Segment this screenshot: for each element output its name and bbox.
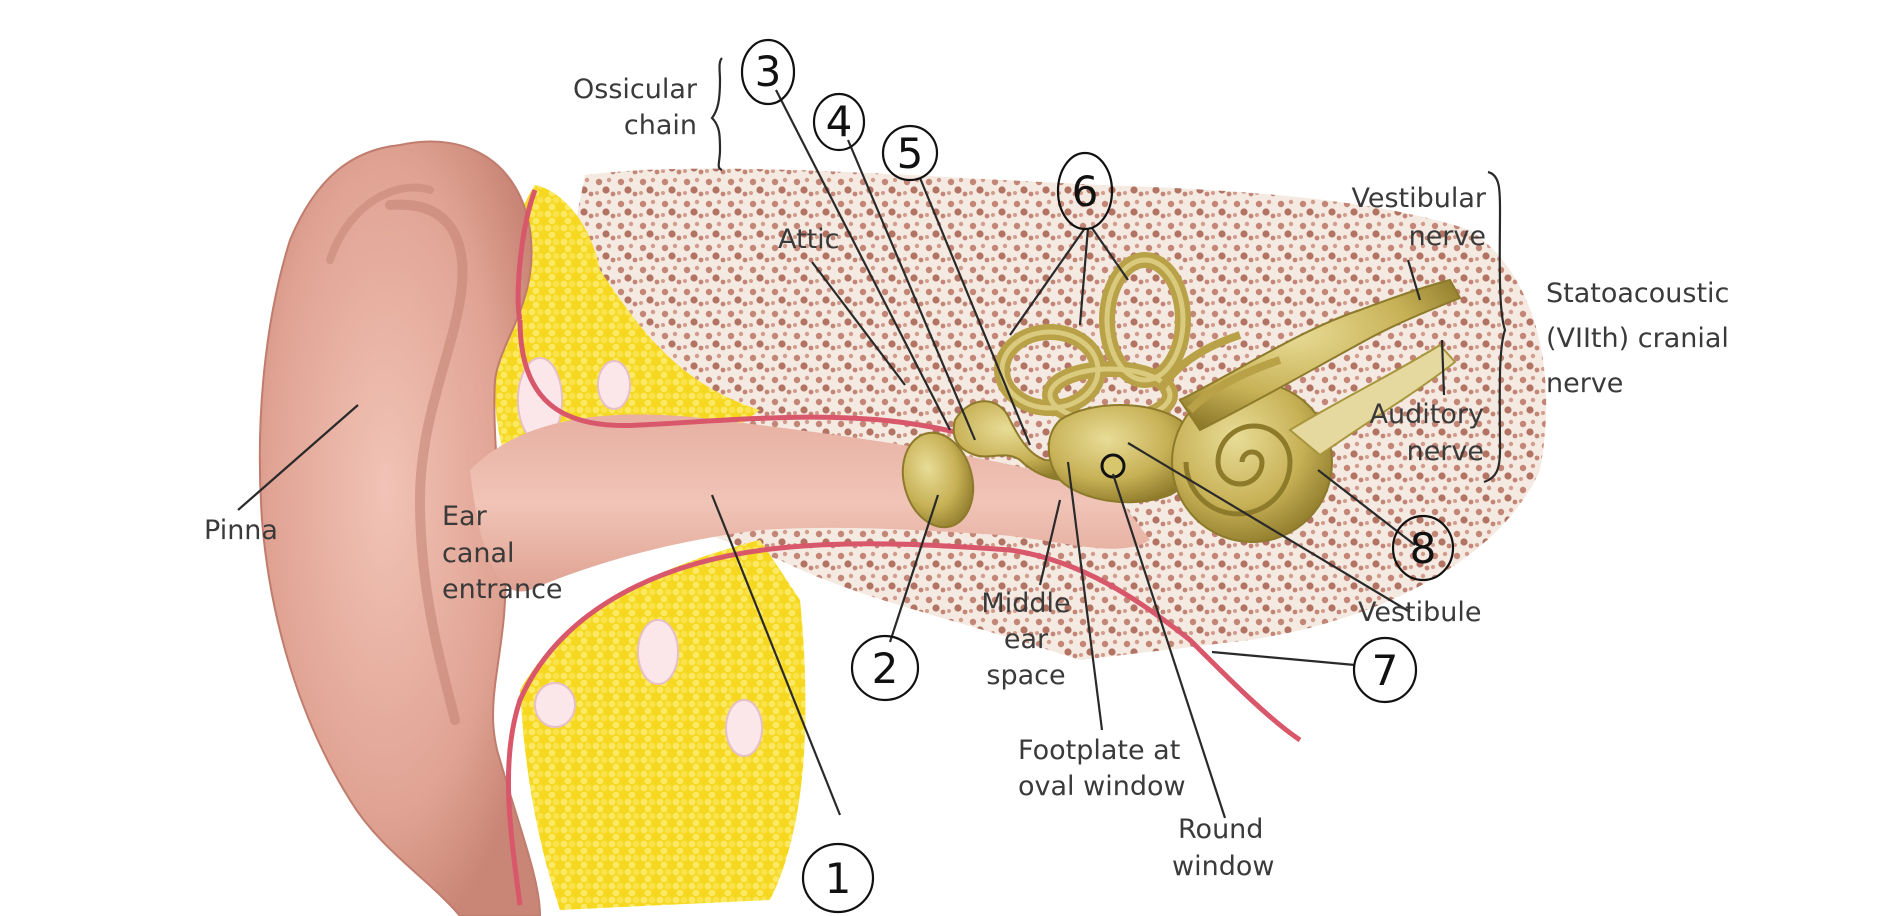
leader-lines: [237, 57, 1507, 819]
marker-6: 6: [1072, 167, 1099, 216]
pinna-inner-ridge: [385, 199, 468, 725]
label-ear-canal-2: canal: [442, 538, 515, 569]
eardrum: [901, 431, 975, 529]
marker-7: 7: [1372, 646, 1399, 695]
anatomy-illustration: [258, 140, 1547, 916]
vestibular-nerve-shape: [1178, 278, 1462, 432]
marker-circle-8: [1391, 514, 1455, 582]
ear-canal: [470, 414, 1150, 592]
vestibule-body: [1047, 404, 1195, 504]
nerve-branches: [1156, 331, 1282, 413]
label-auditory-nerve-2: nerve: [1407, 436, 1484, 467]
marker-3: 3: [755, 47, 782, 96]
label-footplate-1: Footplate at: [1018, 735, 1180, 766]
label-vestibular-nerve-2: nerve: [1409, 221, 1486, 252]
label-auditory-nerve-1: Auditory: [1370, 399, 1484, 430]
label-middle-ear-2: ear: [1004, 624, 1049, 655]
pinna-shape: [258, 140, 542, 916]
lower-soft-tissue: [520, 540, 806, 910]
marker-circle-4: [812, 92, 866, 152]
marker-8: 8: [1410, 524, 1437, 573]
tissue-blob: [725, 699, 763, 757]
label-footplate-2: oval window: [1018, 771, 1186, 802]
marker-circle-3: [740, 38, 796, 106]
label-vestibule: Vestibule: [1358, 597, 1482, 628]
pinna-helix: [326, 183, 434, 264]
label-statoacoustic-3: nerve: [1546, 368, 1623, 399]
number-markers: 3 4 5 6 2 1 7 8: [740, 38, 1455, 914]
marker-circle-1: [801, 842, 875, 914]
marker-2: 2: [872, 644, 899, 693]
label-round-window-2: window: [1172, 851, 1274, 882]
round-window-marker: [1100, 453, 1126, 479]
label-pinna: Pinna: [204, 515, 278, 546]
tissue-blob: [534, 682, 576, 728]
label-statoacoustic-1: Statoacoustic: [1546, 278, 1729, 309]
tissue-blob: [597, 360, 631, 410]
label-attic: Attic: [778, 224, 840, 255]
text-labels: Ossicular chain Attic Vestibular nerve S…: [204, 74, 1729, 882]
marker-circle-2: [850, 634, 920, 702]
marker-1: 1: [825, 854, 852, 903]
label-vestibular-nerve-1: Vestibular: [1351, 183, 1486, 214]
label-round-window-1: Round: [1178, 814, 1263, 845]
marker-5: 5: [897, 129, 924, 178]
marker-circle-7: [1352, 636, 1418, 704]
label-ear-canal-3: entrance: [442, 574, 563, 605]
canal-lining-lower: [505, 541, 1302, 906]
label-middle-ear-3: space: [986, 660, 1065, 691]
label-ossicular-chain-2: chain: [624, 110, 697, 141]
label-middle-ear-1: Middle: [981, 588, 1070, 619]
label-statoacoustic-2: (VIIth) cranial: [1546, 323, 1729, 354]
ossicular-bracket: [710, 57, 723, 172]
marker-circle-5: [881, 124, 939, 182]
statoacoustic-bracket: [1483, 170, 1507, 484]
auditory-nerve-shape: [1288, 343, 1457, 457]
marker-circle-6: [1056, 151, 1114, 231]
label-ear-canal-1: Ear: [442, 501, 488, 532]
tissue-blob: [637, 619, 679, 685]
marker-4: 4: [826, 97, 853, 146]
label-ossicular-chain-1: Ossicular: [573, 74, 698, 105]
